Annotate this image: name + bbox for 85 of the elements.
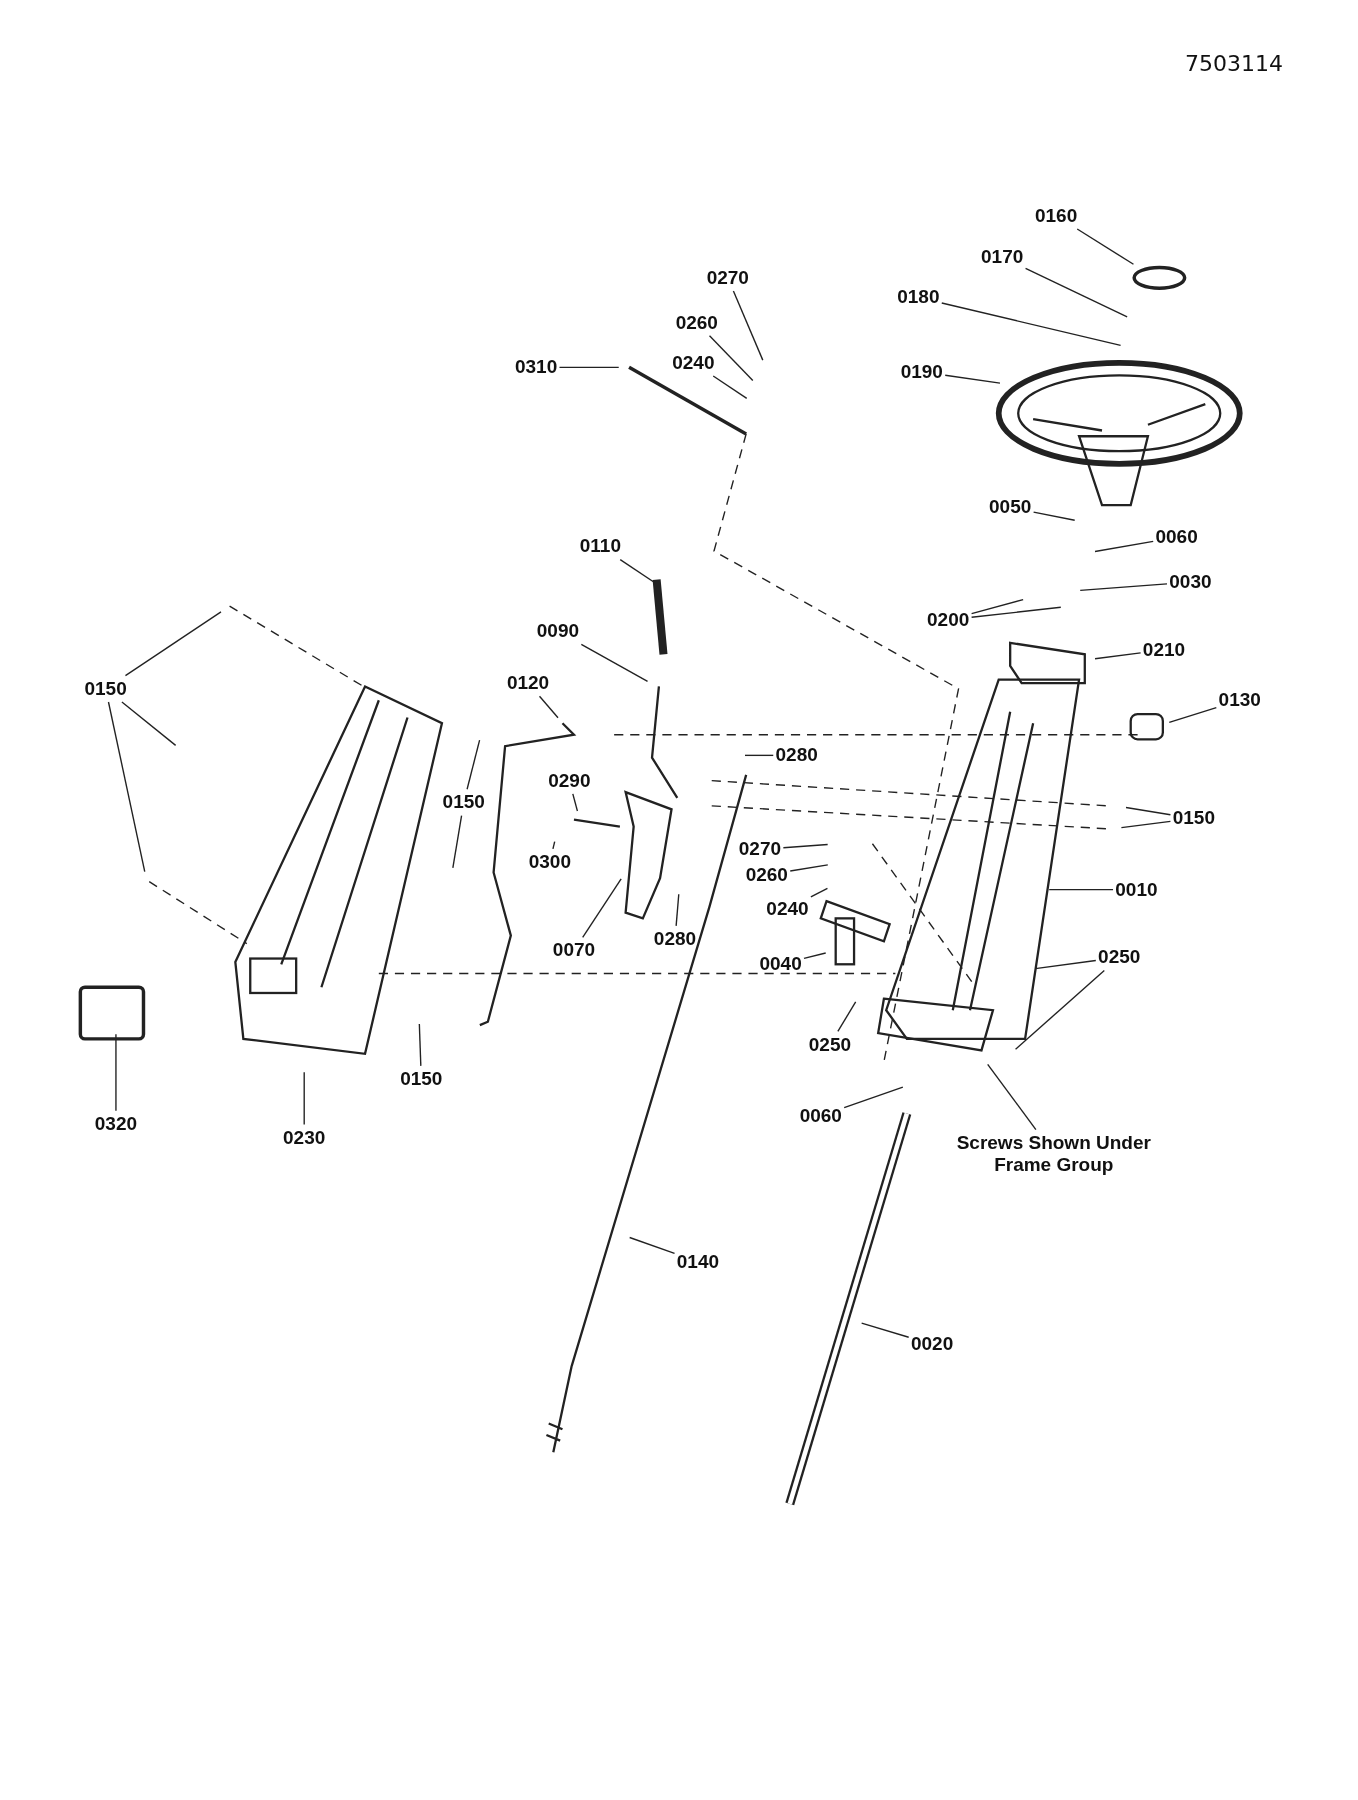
callout-number: 0200 bbox=[927, 608, 970, 631]
leader-line bbox=[619, 558, 655, 583]
callout-number: 0240 bbox=[672, 351, 715, 374]
leader-line bbox=[1079, 583, 1168, 592]
callout-number: 0110 bbox=[579, 535, 621, 558]
callout-number: 0270 bbox=[706, 266, 749, 289]
leader-line bbox=[628, 1236, 676, 1254]
leader-line bbox=[1120, 820, 1172, 829]
leader-line bbox=[1032, 511, 1076, 521]
leader-line bbox=[1014, 969, 1105, 1050]
leader-line bbox=[1168, 706, 1218, 724]
leader-line bbox=[789, 864, 829, 872]
leader-line bbox=[1034, 959, 1097, 970]
callout-number: 0280 bbox=[775, 744, 818, 767]
leader-line bbox=[466, 739, 481, 790]
callout-number: 0030 bbox=[1169, 571, 1212, 593]
leader-line bbox=[860, 1322, 910, 1338]
callout-number: 0300 bbox=[528, 851, 571, 873]
leader-line bbox=[538, 695, 559, 719]
callout-number: 0150 bbox=[442, 791, 485, 814]
leader-line bbox=[115, 1033, 117, 1112]
leader-line bbox=[572, 793, 579, 812]
note-text: Screws Shown Under Frame Group bbox=[946, 1131, 1162, 1176]
callout-number: 0170 bbox=[981, 246, 1024, 269]
callout-number: 0190 bbox=[900, 361, 943, 383]
leader-line bbox=[970, 606, 1062, 618]
leader-line bbox=[303, 1071, 305, 1126]
callout-number: 0210 bbox=[1142, 638, 1186, 661]
leader-line bbox=[580, 643, 649, 683]
leader-line bbox=[712, 375, 748, 400]
leader-line bbox=[552, 841, 556, 850]
leader-line bbox=[843, 1086, 904, 1109]
callout-number: 0150 bbox=[84, 677, 127, 700]
callout-number: 0090 bbox=[536, 620, 580, 643]
leader-line bbox=[732, 290, 764, 361]
callout-number: 0280 bbox=[653, 928, 697, 950]
callout-number: 0130 bbox=[1218, 689, 1261, 712]
callout-number: 0240 bbox=[766, 898, 809, 921]
callout-number: 0180 bbox=[897, 286, 940, 309]
leader-line bbox=[558, 366, 620, 369]
callout-number: 0310 bbox=[514, 356, 558, 379]
leader-line bbox=[1094, 652, 1142, 660]
callout-number: 0260 bbox=[675, 311, 718, 334]
leader-line bbox=[837, 1001, 857, 1033]
leader-line bbox=[708, 335, 754, 382]
callout-number: 0250 bbox=[1098, 946, 1141, 969]
leader-line bbox=[944, 374, 1001, 384]
callout-number: 0160 bbox=[1034, 204, 1078, 227]
leader-line bbox=[941, 302, 1122, 347]
leader-line bbox=[582, 878, 622, 938]
leader-line bbox=[744, 754, 774, 757]
callout-number: 0010 bbox=[1115, 878, 1158, 901]
leader-line bbox=[1076, 228, 1135, 265]
leader-line bbox=[803, 952, 827, 960]
leader-line bbox=[782, 843, 829, 849]
leader-line bbox=[970, 598, 1024, 615]
leader-line bbox=[1024, 267, 1128, 318]
callout-number: 0060 bbox=[799, 1104, 842, 1127]
callout-number: 0270 bbox=[738, 838, 782, 861]
callout-number: 0150 bbox=[1172, 807, 1215, 830]
leader-line bbox=[1048, 888, 1114, 891]
drawing-number: 7503114 bbox=[1185, 50, 1283, 76]
callout-number: 0150 bbox=[400, 1068, 443, 1090]
callout-number: 0050 bbox=[989, 496, 1032, 519]
callout-number: 0290 bbox=[548, 769, 591, 792]
leader-line bbox=[124, 611, 222, 677]
callout-number: 0260 bbox=[745, 863, 788, 886]
leader-line bbox=[810, 887, 829, 898]
leader-line bbox=[675, 893, 680, 927]
callout-number: 0120 bbox=[506, 672, 550, 694]
leader-line bbox=[452, 814, 463, 869]
leader-line bbox=[1125, 806, 1172, 816]
leader-line bbox=[107, 701, 146, 873]
callout-number: 0230 bbox=[283, 1126, 326, 1149]
callout-number: 0070 bbox=[552, 939, 596, 962]
leader-line bbox=[1094, 540, 1154, 553]
callout-number: 0060 bbox=[1155, 526, 1198, 549]
callout-number: 0140 bbox=[676, 1250, 720, 1273]
leader-line bbox=[121, 701, 177, 747]
callout-number: 0320 bbox=[94, 1112, 138, 1135]
callout-number: 0250 bbox=[808, 1033, 852, 1056]
callout-number: 0020 bbox=[910, 1333, 954, 1356]
callout-number: 0040 bbox=[759, 953, 802, 976]
leader-line bbox=[418, 1023, 422, 1067]
leader-line bbox=[987, 1063, 1037, 1131]
